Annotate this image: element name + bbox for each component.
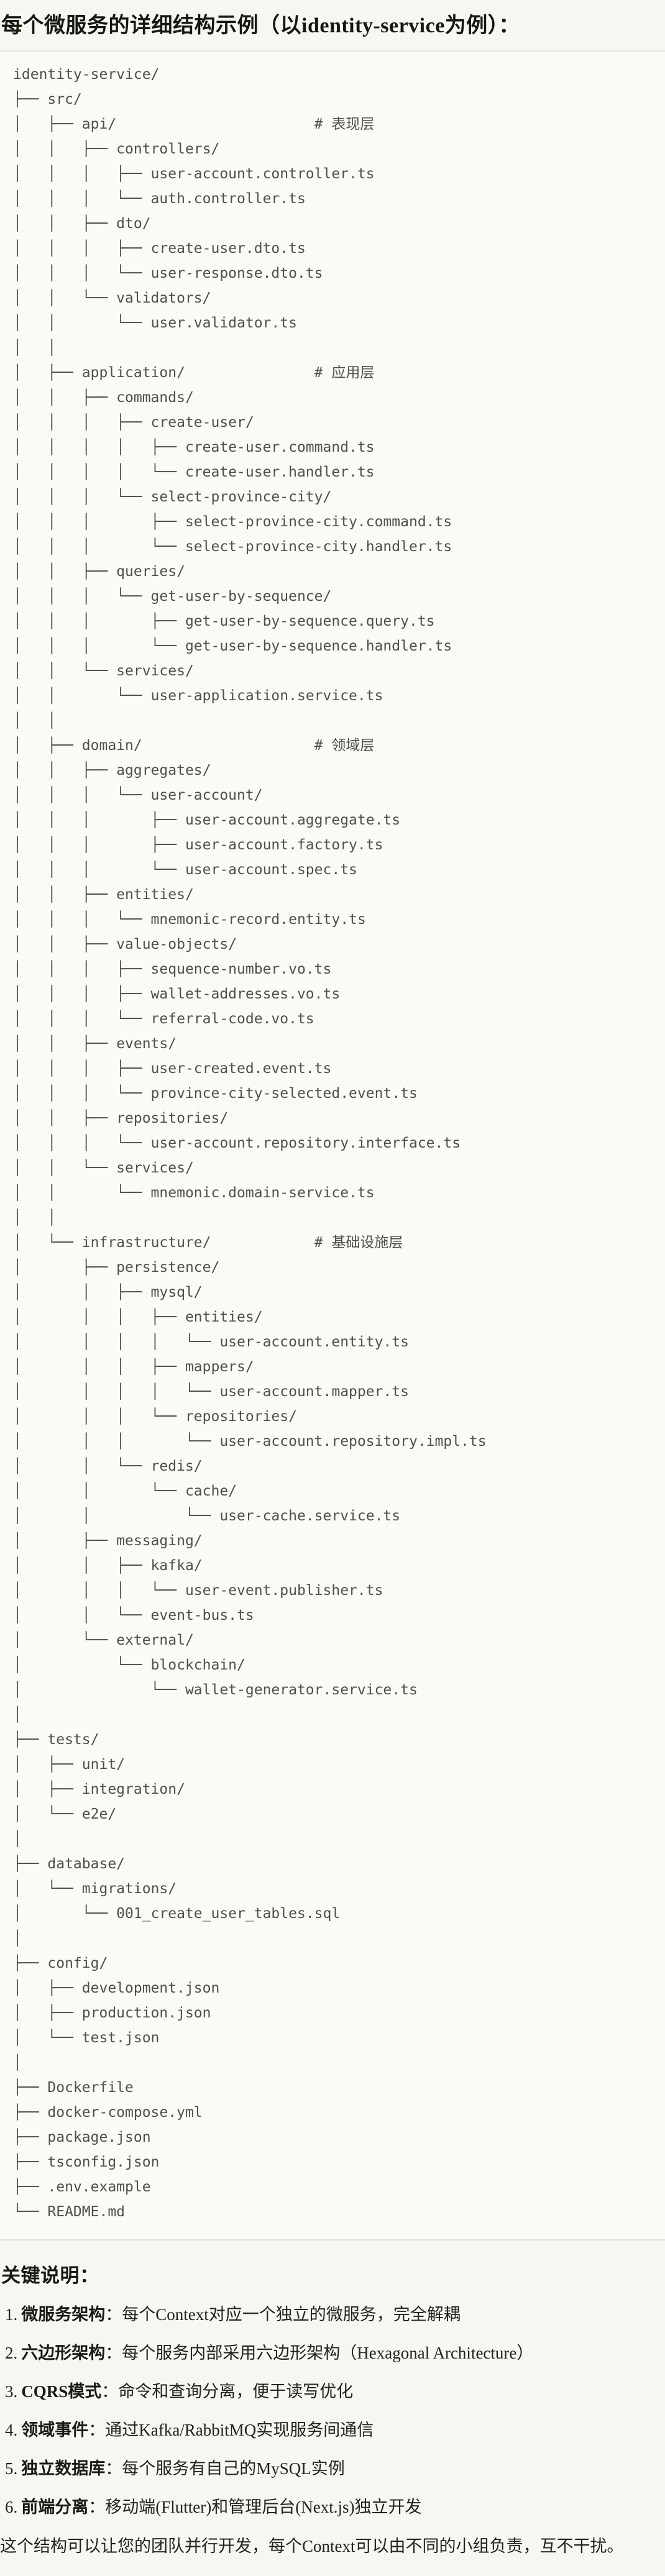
notes-list: 1.微服务架构：每个Context对应一个独立的微服务，完全解耦 2.六边形架构… — [0, 2304, 665, 2518]
note-text: ：移动端(Flutter)和管理后台(Next.js)独立开发 — [88, 2498, 422, 2516]
note-text: ：通过Kafka/RabbitMQ实现服务间通信 — [88, 2421, 374, 2439]
note-item: 3.CQRS模式：命令和查询分离，便于读写优化 — [5, 2381, 665, 2402]
note-label: 领域事件 — [21, 2421, 89, 2439]
directory-tree-codeblock: identity-service/ ├── src/ │ ├── api/ # … — [0, 50, 665, 2240]
note-label: CQRS模式 — [21, 2382, 102, 2401]
note-text: ：每个Context对应一个独立的微服务，完全解耦 — [105, 2305, 461, 2324]
note-label: 六边形架构 — [21, 2344, 106, 2362]
note-text: ：每个服务内部采用六边形架构（Hexagonal Architecture） — [105, 2344, 534, 2362]
note-number: 4. — [5, 2421, 18, 2439]
note-label: 前端分离 — [21, 2498, 89, 2516]
note-text: ：命令和查询分离，便于读写优化 — [101, 2382, 354, 2401]
note-text: ：每个服务有自己的MySQL实例 — [105, 2459, 345, 2478]
note-number: 5. — [5, 2459, 18, 2478]
note-item: 4.领域事件：通过Kafka/RabbitMQ实现服务间通信 — [5, 2419, 665, 2441]
note-item: 5.独立数据库：每个服务有自己的MySQL实例 — [5, 2458, 665, 2479]
page-title: 每个微服务的详细结构示例（以identity-service为例）： — [1, 14, 520, 37]
note-label: 独立数据库 — [21, 2459, 106, 2478]
note-label: 微服务架构 — [21, 2305, 106, 2324]
note-number: 1. — [5, 2305, 18, 2324]
notes-heading: 关键说明： — [1, 2265, 99, 2286]
note-number: 3. — [5, 2382, 18, 2401]
note-number: 2. — [5, 2344, 18, 2362]
note-item: 2.六边形架构：每个服务内部采用六边形架构（Hexagonal Architec… — [5, 2342, 665, 2364]
note-item: 1.微服务架构：每个Context对应一个独立的微服务，完全解耦 — [5, 2304, 665, 2325]
notes-section: 关键说明： 1.微服务架构：每个Context对应一个独立的微服务，完全解耦 2… — [0, 2260, 665, 2557]
note-number: 6. — [5, 2498, 18, 2516]
closing-paragraph: 这个结构可以让您的团队并行开发，每个Context可以由不同的小组负责，互不干扰… — [0, 2537, 624, 2555]
note-item: 6.前端分离：移动端(Flutter)和管理后台(Next.js)独立开发 — [5, 2496, 665, 2518]
document-page: { "title": "每个微服务的详细结构示例（以identity-servi… — [0, 8, 665, 2576]
directory-tree: identity-service/ ├── src/ │ ├── api/ # … — [13, 66, 487, 2220]
